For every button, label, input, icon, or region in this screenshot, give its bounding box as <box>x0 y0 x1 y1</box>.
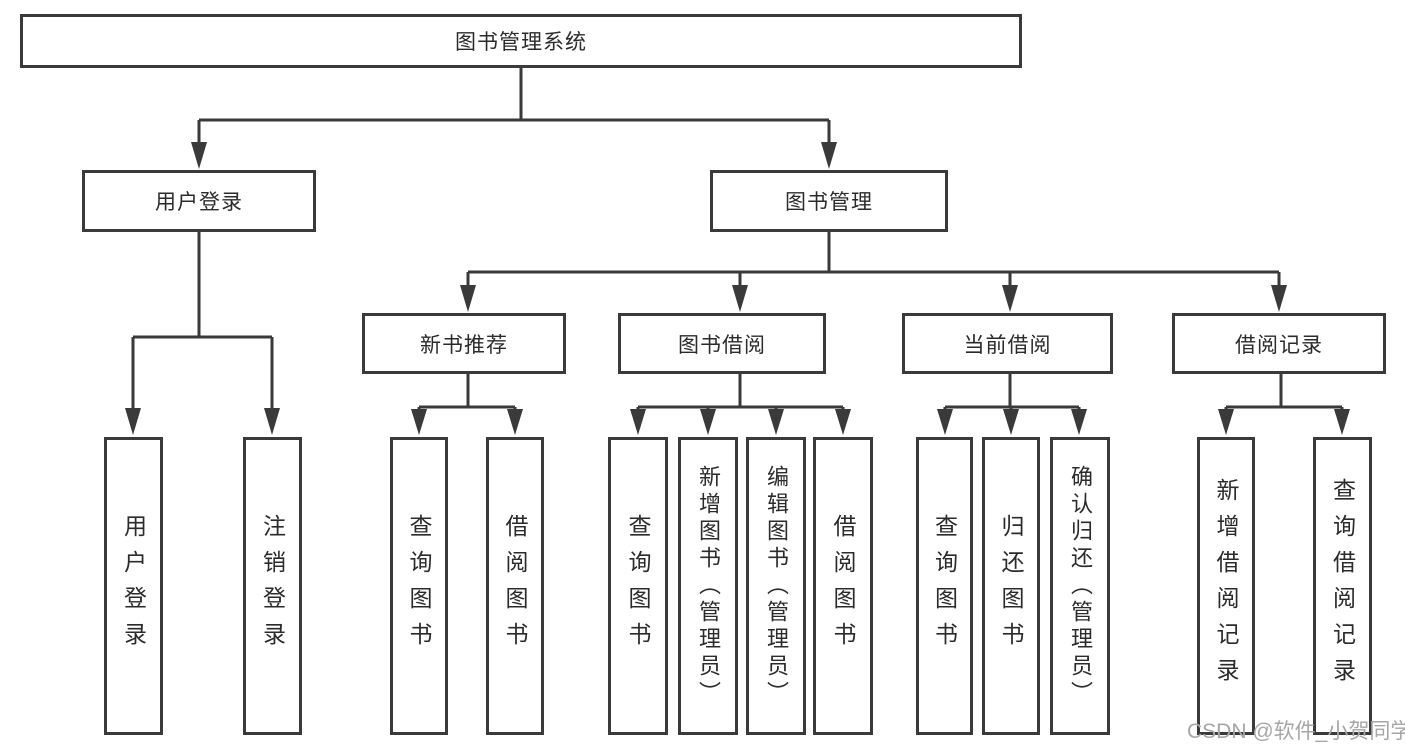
leaf-add-borrow-record: 新增借阅记录 <box>1197 437 1255 735</box>
leaf-label: 查询图书 <box>625 514 651 658</box>
leaf-label: 编辑图书（管理员） <box>764 464 789 708</box>
leaf-label: 借阅图书 <box>830 514 856 658</box>
leaf-label: 查询图书 <box>931 514 958 658</box>
node-current-borrowing: 当前借阅 <box>902 313 1113 374</box>
leaf-user-login: 用户登录 <box>104 437 163 735</box>
leaf-query-books-current: 查询图书 <box>916 437 973 735</box>
leaf-add-books-admin: 新增图书（管理员） <box>678 437 738 735</box>
node-new-book-recommend: 新书推荐 <box>362 313 566 374</box>
leaf-label: 归还图书 <box>998 514 1024 658</box>
node-book-management-system: 图书管理系统 <box>20 14 1022 68</box>
leaf-label: 新增借阅记录 <box>1213 478 1239 694</box>
node-borrowing-records: 借阅记录 <box>1172 313 1386 374</box>
leaf-logout: 注销登录 <box>243 437 302 735</box>
leaf-label: 查询借阅记录 <box>1329 478 1356 694</box>
node-book-borrowing: 图书借阅 <box>618 313 826 374</box>
leaf-borrow-books: 借阅图书 <box>813 437 873 735</box>
node-user-login: 用户登录 <box>82 170 316 232</box>
leaf-edit-books-admin: 编辑图书（管理员） <box>746 437 806 735</box>
leaf-query-books-borrowing: 查询图书 <box>608 437 668 735</box>
leaf-label: 注销登录 <box>259 514 286 658</box>
leaf-label: 查询图书 <box>406 514 432 658</box>
csdn-watermark: CSDN @软件_小贺同学 <box>1187 720 1405 743</box>
leaf-query-books-recommend: 查询图书 <box>390 437 448 735</box>
leaf-label: 新增图书（管理员） <box>696 464 721 708</box>
leaf-label: 用户登录 <box>120 514 147 658</box>
leaf-query-borrow-record: 查询借阅记录 <box>1313 437 1372 735</box>
leaf-confirm-return-admin: 确认归还（管理员） <box>1050 437 1110 735</box>
node-book-management: 图书管理 <box>710 170 948 232</box>
leaf-label: 确认归还（管理员） <box>1068 464 1093 708</box>
leaf-return-books: 归还图书 <box>982 437 1040 735</box>
leaf-borrow-books-recommend: 借阅图书 <box>486 437 544 735</box>
leaf-label: 借阅图书 <box>502 514 528 658</box>
